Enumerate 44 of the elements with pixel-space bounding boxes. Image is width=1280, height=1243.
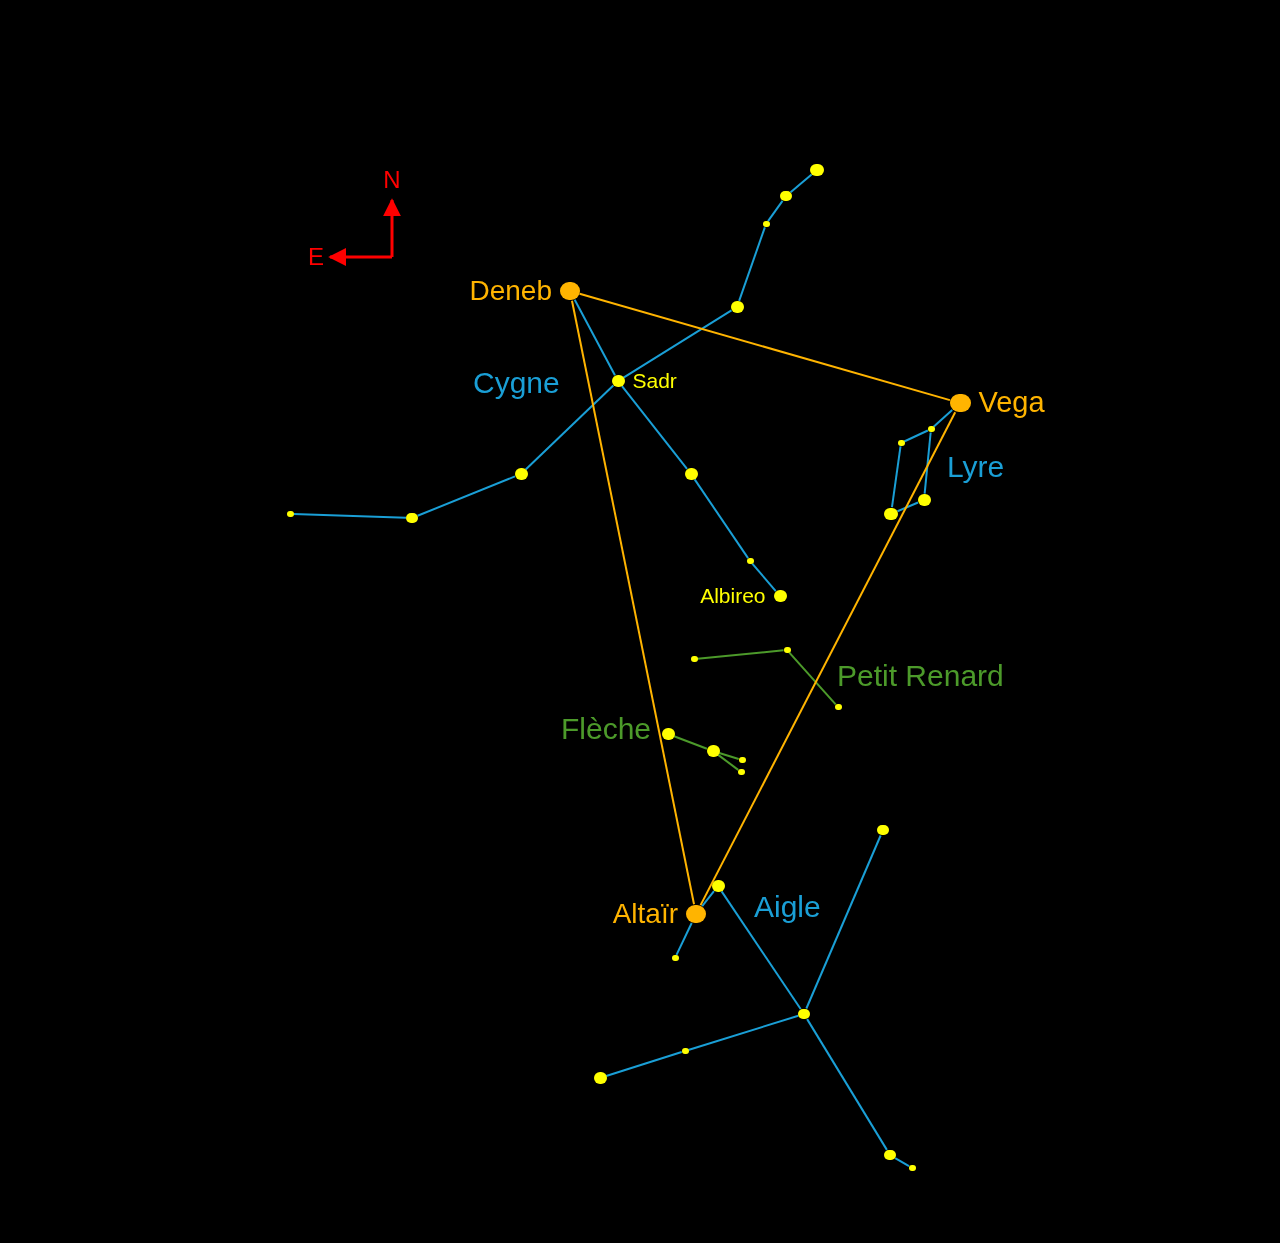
constellation-line <box>718 751 740 760</box>
constellation-line <box>605 1051 683 1078</box>
constellation-line <box>578 292 951 402</box>
constellation-line <box>767 199 784 223</box>
constellation-line <box>573 298 616 377</box>
constellation-line <box>675 922 693 956</box>
constellation-line <box>571 299 695 906</box>
star-name: Deneb <box>469 273 552 308</box>
constellation-line <box>699 411 957 907</box>
constellation-line <box>622 309 733 379</box>
compass-letter: E <box>308 242 324 272</box>
constellation-name: Cygne <box>473 365 560 401</box>
constellation-line <box>696 649 785 660</box>
constellation-line <box>891 445 902 509</box>
constellation-line <box>806 1018 888 1151</box>
constellation-line <box>894 1157 910 1168</box>
constellation-line <box>738 226 766 302</box>
constellation-line <box>693 478 750 560</box>
constellation-line <box>903 429 929 443</box>
constellation-line <box>717 753 740 771</box>
constellation-line <box>701 890 715 908</box>
star-name: Sadr <box>632 367 677 394</box>
constellation-line <box>805 834 882 1010</box>
constellation-line <box>292 513 407 519</box>
constellation-line <box>751 562 777 593</box>
constellation-line <box>673 735 708 750</box>
constellation-line <box>621 385 688 470</box>
constellation-line <box>524 384 615 471</box>
constellation-line <box>416 475 516 517</box>
constellation-line <box>687 1014 800 1051</box>
constellation-name: Lyre <box>947 449 1005 485</box>
constellation-name: Flèche <box>561 711 652 747</box>
star-name: Vega <box>978 385 1045 420</box>
constellation-line <box>789 173 813 194</box>
constellation-line <box>932 409 954 428</box>
star-name: Albireo <box>700 582 766 609</box>
constellation-line <box>788 651 837 706</box>
star-name: Altaïr <box>612 896 678 931</box>
constellation-line <box>923 431 932 495</box>
constellation-name: Petit Renard <box>837 658 1004 694</box>
constellation-name: Aigle <box>754 889 821 925</box>
constellation-line <box>720 890 802 1010</box>
constellation-line <box>896 501 919 513</box>
compass-letter: N <box>383 165 401 195</box>
